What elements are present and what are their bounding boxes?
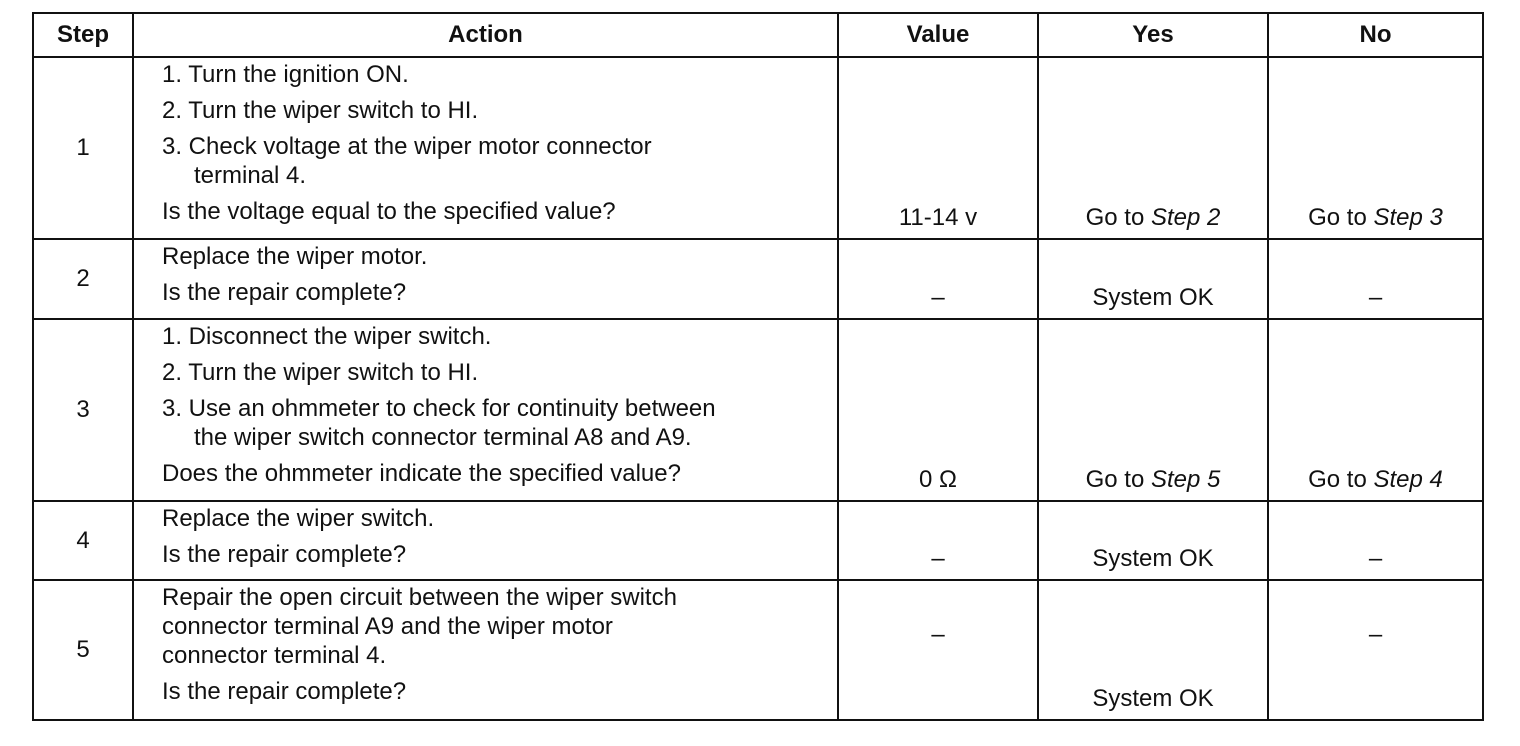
no-cell: –	[1267, 238, 1484, 320]
yes-step-link: Step 2	[1150, 204, 1221, 231]
action-cell: 1. Disconnect the wiper switch. 2. Turn …	[132, 318, 839, 502]
table-row: 3 1. Disconnect the wiper switch. 2. Tur…	[32, 318, 1484, 502]
no-step-link: Step 4	[1373, 466, 1443, 493]
table-row: 2 Replace the wiper motor. Is the repair…	[32, 238, 1484, 320]
no-step-link: Step 3	[1373, 204, 1443, 231]
action-question: Is the repair complete?	[162, 279, 407, 306]
no-cell: Go to Step 3	[1267, 56, 1484, 240]
yes-cell: Go to Step 5	[1037, 318, 1269, 502]
value-cell: 11-14 v	[837, 56, 1039, 240]
value-cell: –	[837, 500, 1039, 581]
value-cell: –	[837, 579, 1039, 721]
action-line: 1. Turn the ignition ON.	[162, 61, 409, 88]
table-row: 1 1. Turn the ignition ON. 2. Turn the w…	[32, 56, 1484, 240]
action-line: connector terminal 4.	[162, 642, 387, 669]
action-line: the wiper switch connector terminal A8 a…	[194, 424, 692, 451]
value-cell: –	[837, 238, 1039, 320]
action-line: 3. Use an ohmmeter to check for continui…	[162, 395, 716, 422]
action-line: 3. Check voltage at the wiper motor conn…	[162, 133, 652, 160]
step-number: 3	[32, 318, 134, 502]
yes-prefix: Go to	[1085, 466, 1151, 493]
header-value: Value	[837, 12, 1039, 58]
action-cell: Replace the wiper motor. Is the repair c…	[132, 238, 839, 320]
yes-cell: System OK	[1037, 579, 1269, 721]
no-cell: –	[1267, 579, 1484, 721]
yes-prefix: Go to	[1085, 204, 1151, 231]
table-row: 4 Replace the wiper switch. Is the repai…	[32, 500, 1484, 581]
header-row: Step Action Value Yes No	[32, 12, 1484, 58]
no-cell: –	[1267, 500, 1484, 581]
step-number: 4	[32, 500, 134, 581]
action-cell: Repair the open circuit between the wipe…	[132, 579, 839, 721]
header-yes: Yes	[1037, 12, 1269, 58]
header-step: Step	[32, 12, 134, 58]
action-line: Replace the wiper switch.	[162, 505, 435, 532]
action-line: 2. Turn the wiper switch to HI.	[162, 359, 479, 386]
yes-cell: System OK	[1037, 238, 1269, 320]
value-cell: 0 Ω	[837, 318, 1039, 502]
header-no: No	[1267, 12, 1484, 58]
no-cell: Go to Step 4	[1267, 318, 1484, 502]
step-number: 2	[32, 238, 134, 320]
table-row: 5 Repair the open circuit between the wi…	[32, 579, 1484, 721]
action-line: 1. Disconnect the wiper switch.	[162, 323, 492, 350]
step-number: 5	[32, 579, 134, 721]
action-line: terminal 4.	[194, 162, 307, 189]
step-number: 1	[32, 56, 134, 240]
action-question: Is the repair complete?	[162, 678, 407, 705]
header-action: Action	[132, 12, 839, 58]
action-cell: Replace the wiper switch. Is the repair …	[132, 500, 839, 581]
action-line: Repair the open circuit between the wipe…	[162, 584, 677, 611]
yes-cell: Go to Step 2	[1037, 56, 1269, 240]
no-prefix: Go to	[1308, 204, 1374, 231]
action-line: connector terminal A9 and the wiper moto…	[162, 613, 613, 640]
yes-step-link: Step 5	[1150, 466, 1221, 493]
action-question: Does the ohmmeter indicate the specified…	[162, 460, 681, 487]
action-line: Replace the wiper motor.	[162, 243, 428, 270]
action-question: Is the voltage equal to the specified va…	[162, 198, 616, 225]
no-prefix: Go to	[1308, 466, 1374, 493]
action-line: 2. Turn the wiper switch to HI.	[162, 97, 479, 124]
yes-cell: System OK	[1037, 500, 1269, 581]
action-question: Is the repair complete?	[162, 541, 407, 568]
diagnostic-table: Step Action Value Yes No 1 1. Turn the i…	[32, 12, 1484, 721]
action-cell: 1. Turn the ignition ON. 2. Turn the wip…	[132, 56, 839, 240]
